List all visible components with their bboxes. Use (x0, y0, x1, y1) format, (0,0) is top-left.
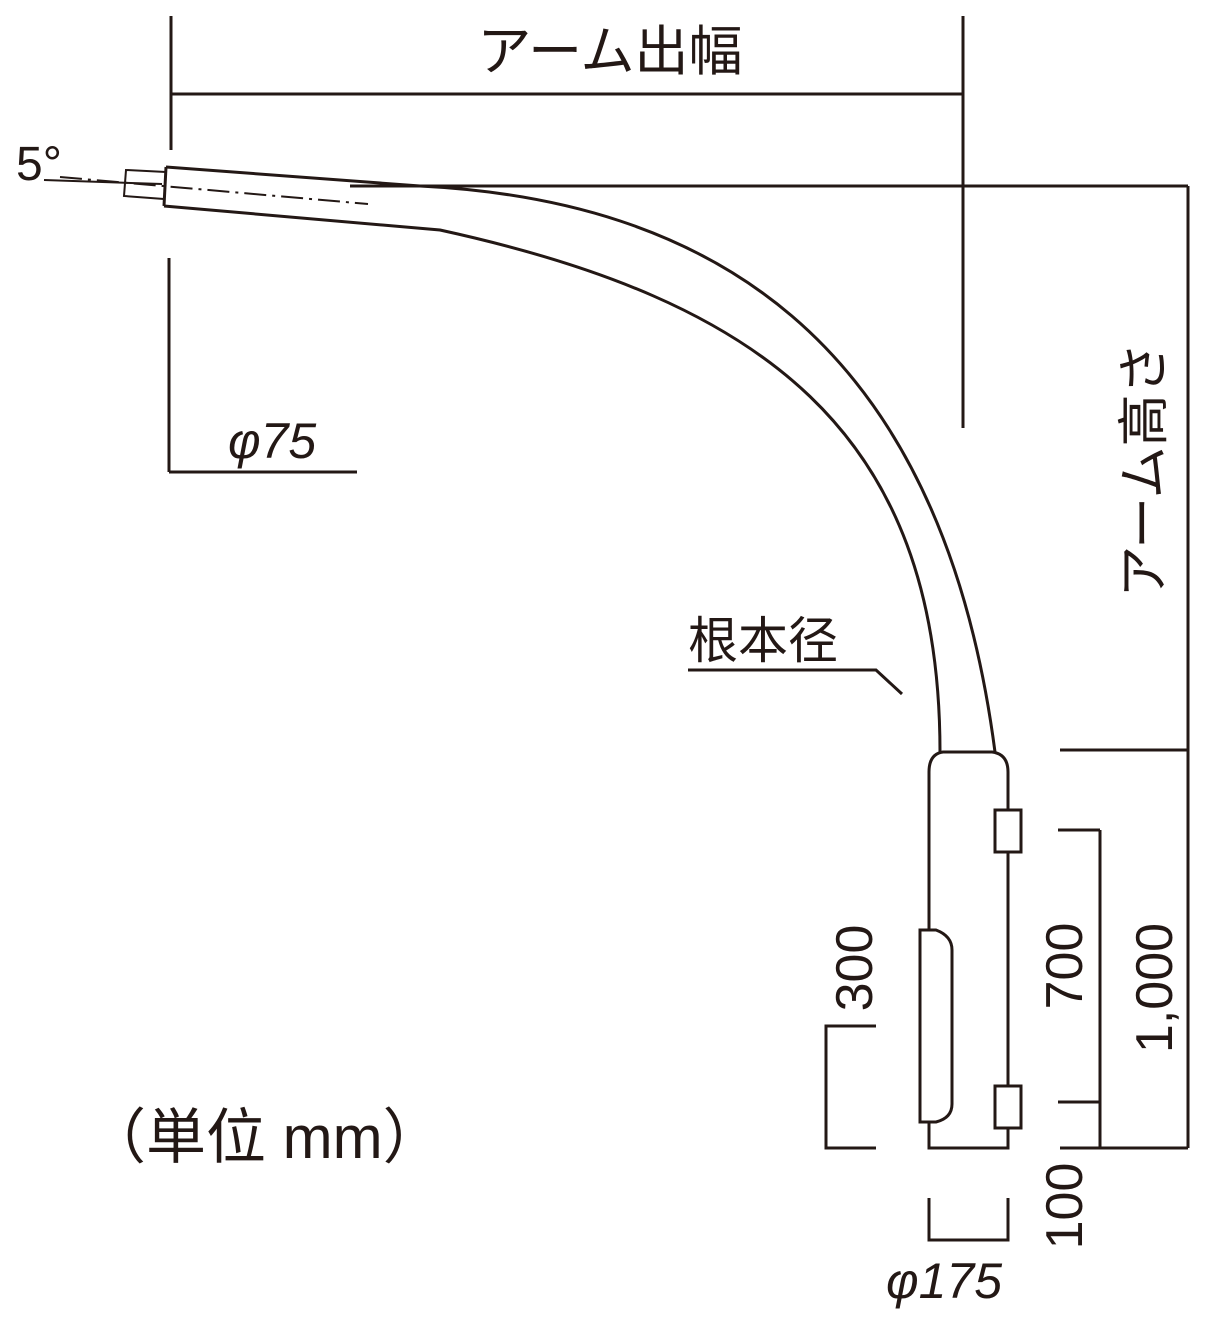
arm-height-dimension: アーム高さ (350, 184, 1190, 1148)
upper-bracket (993, 808, 1023, 854)
root-diameter-label: 根本径 (688, 613, 838, 669)
door-height-bracket (824, 1024, 876, 1150)
unit-label: （単位 mm） (86, 1104, 443, 1171)
curved-arm (59, 165, 997, 753)
dim-700-label: 700 (1036, 923, 1094, 1010)
arm-width-dimension: アーム出幅 (169, 16, 965, 428)
arm-centerline (59, 176, 369, 205)
tip-diameter-label: φ75 (228, 413, 316, 469)
arm-height-label: アーム高さ (1116, 342, 1174, 597)
root-diameter-callout: 根本径 (688, 613, 904, 696)
dim-1000-label: 1,000 (1126, 923, 1184, 1053)
arm-outer-edge (165, 165, 997, 753)
base-pole (918, 750, 1023, 1150)
dim-300-label: 300 (826, 925, 884, 1012)
base-diameter-dimension: φ175 (886, 1198, 1010, 1309)
arm-inner-edge (163, 204, 942, 753)
base-diameter-bracket (927, 1198, 1010, 1242)
tip-diameter-dimension: φ75 (167, 258, 357, 474)
inspection-door (918, 928, 954, 1124)
root-diameter-leader (688, 668, 904, 696)
base-diameter-label: φ175 (886, 1253, 1002, 1309)
lower-bracket (993, 1084, 1023, 1130)
arm-width-label: アーム出幅 (477, 22, 742, 82)
dim-100-label: 100 (1036, 1163, 1094, 1250)
angle-label: 5° (16, 138, 62, 191)
door-height-dimension: 300 (824, 925, 884, 1150)
right-dimensions: 700 1,000 100 (1036, 748, 1188, 1250)
arm-tip-end (162, 166, 168, 207)
